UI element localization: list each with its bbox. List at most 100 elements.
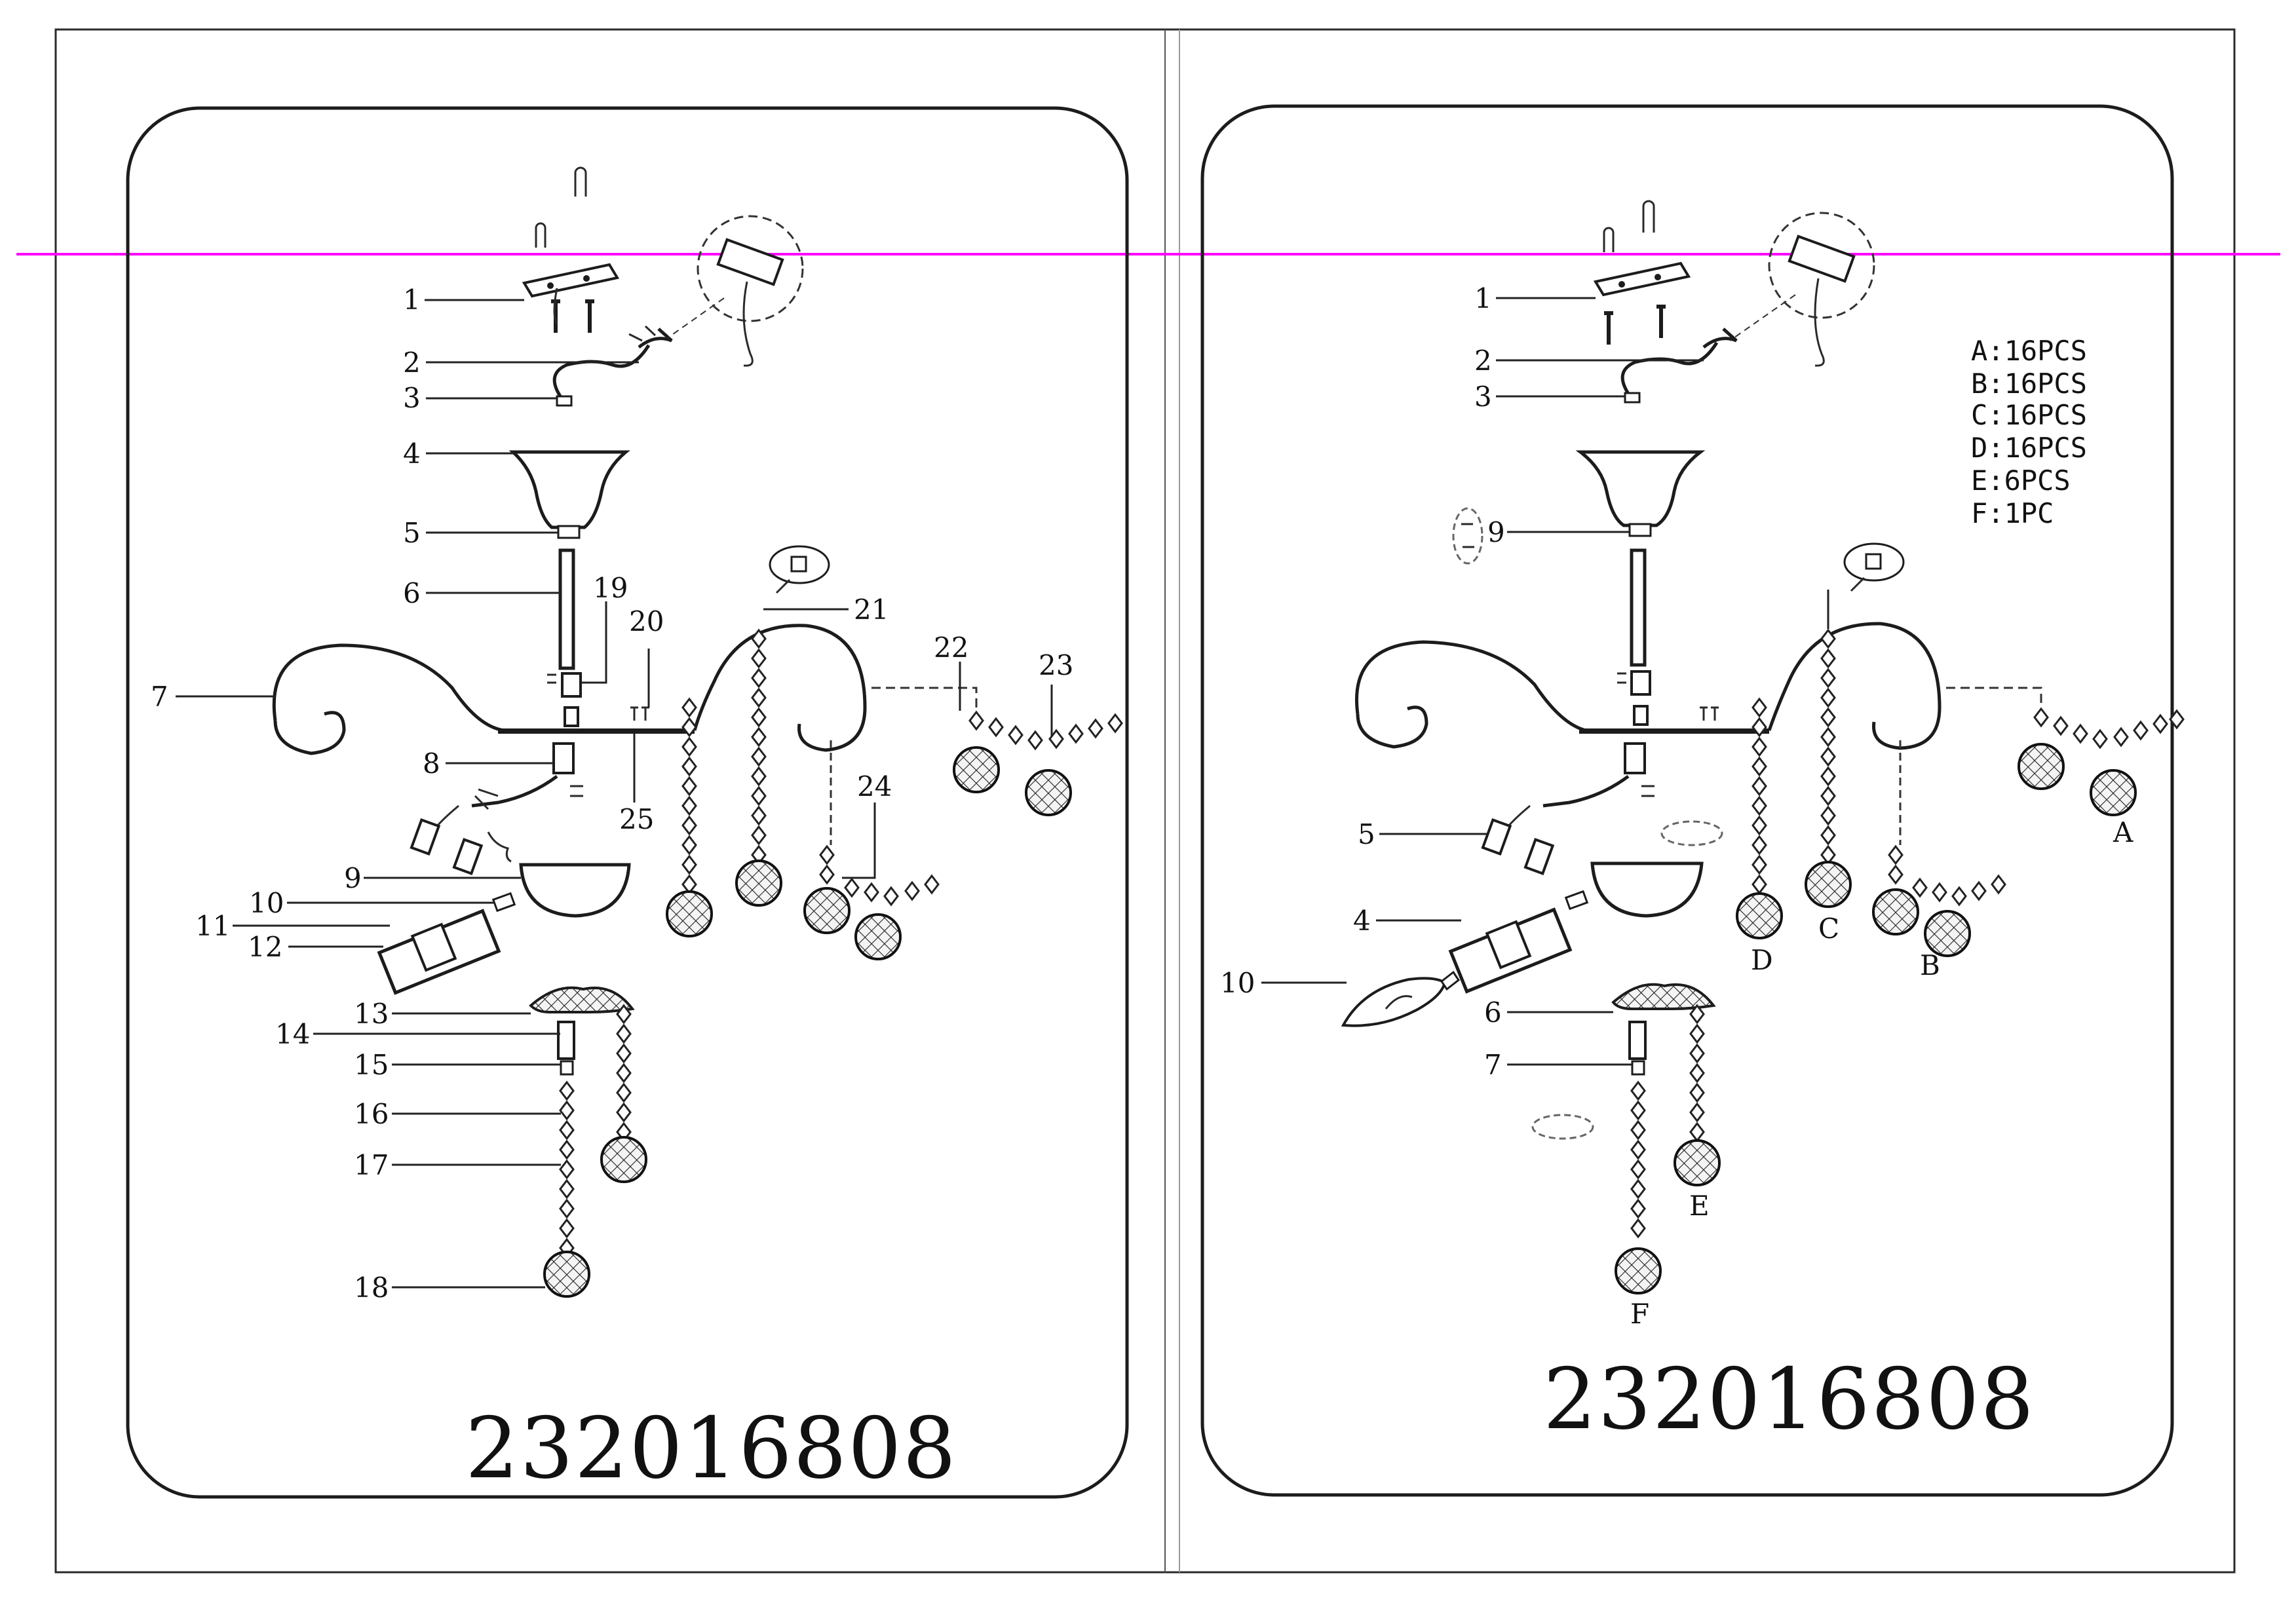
callout-11: 11 — [195, 910, 230, 942]
chain-f — [1630, 1081, 1646, 1238]
bobeche-illustration — [491, 863, 631, 918]
callout-8: 8 — [423, 747, 440, 780]
qty-c: C:16PCS — [1971, 399, 2087, 431]
socket-illustration-right — [1448, 907, 1573, 994]
chain-d — [1751, 698, 1767, 894]
qty-a: A:16PCS — [1971, 335, 2087, 367]
right-callout-numbers: 1 2 3 9 5 4 10 6 7 — [1220, 282, 1505, 1081]
callout-3: 3 — [403, 382, 421, 414]
pendant-a-1 — [2018, 743, 2065, 790]
pendant-d — [1736, 892, 1783, 939]
letter-a: A — [2113, 816, 2133, 848]
down-rod-illustration — [547, 548, 582, 727]
chain-16 — [559, 1081, 575, 1258]
qty-f: F:1PC — [1971, 497, 2054, 529]
canopy-illustration-right — [1452, 450, 1706, 565]
callout-18: 18 — [354, 1272, 389, 1304]
callout-12: 12 — [248, 931, 282, 963]
pendant-c — [1805, 861, 1852, 908]
right-model-number: 232016808 — [1543, 1351, 2035, 1448]
left-crystal-chains — [543, 629, 1123, 1298]
down-rod-illustration-right — [1617, 548, 1651, 726]
pendant-a-2 — [2090, 769, 2137, 816]
arm-frame-illustration-right — [1355, 622, 2042, 750]
callout-14: 14 — [275, 1018, 310, 1050]
callout-25: 25 — [619, 803, 654, 835]
callout-4: 4 — [403, 438, 421, 470]
right-panel: 1 2 3 9 5 4 10 6 7 A B C D E F A:16PCS B… — [1200, 104, 2185, 1497]
callout-9: 9 — [344, 862, 362, 894]
callout-r-4: 4 — [1353, 905, 1371, 937]
quantity-list: A:16PCS B:16PCS C:16PCS D:16PCS E:6PCS F… — [1971, 335, 2087, 529]
callout-r-6: 6 — [1484, 996, 1502, 1029]
canopy-illustration — [508, 450, 630, 539]
callout-r-3: 3 — [1474, 381, 1492, 413]
swag-a — [2033, 708, 2185, 749]
warning-bubble — [769, 545, 830, 594]
callout-22: 22 — [934, 632, 968, 664]
callout-r-7: 7 — [1484, 1049, 1502, 1081]
chain-side-bottom — [616, 1004, 632, 1142]
callout-7: 7 — [151, 681, 168, 713]
callout-1: 1 — [403, 284, 421, 316]
qty-e: E:6PCS — [1971, 464, 2071, 497]
bottom-cup-illustration-right — [1531, 983, 1716, 1140]
callout-5: 5 — [403, 517, 421, 549]
right-leader-lines — [1261, 297, 1829, 1066]
letter-d: D — [1751, 944, 1773, 976]
callout-13: 13 — [354, 998, 389, 1030]
callout-r-9: 9 — [1487, 516, 1505, 548]
callout-r-2: 2 — [1474, 345, 1492, 377]
callout-16: 16 — [354, 1098, 389, 1130]
qty-b: B:16PCS — [1971, 368, 2087, 400]
hook-illustration — [552, 344, 651, 407]
letter-b: B — [1920, 949, 1940, 981]
bobeche-illustration-right — [1564, 861, 1704, 918]
outer-frame — [54, 28, 2236, 1574]
letter-c: C — [1818, 913, 1839, 945]
candle-holder-illustration — [410, 742, 583, 875]
letter-e: E — [1689, 1190, 1710, 1222]
chain-21 — [751, 629, 767, 865]
callout-10: 10 — [249, 887, 284, 919]
candle-holder-illustration-right — [1481, 742, 1723, 875]
callout-19: 19 — [593, 572, 628, 604]
chain-arm-long — [681, 698, 697, 894]
left-panel: 1 2 3 4 5 6 7 8 9 10 11 12 13 14 15 16 1… — [126, 106, 1129, 1499]
mounting-plate-illustration — [523, 166, 804, 367]
callout-15: 15 — [354, 1049, 389, 1081]
left-leader-lines — [176, 299, 1053, 1289]
swag-22-23 — [968, 711, 1123, 750]
callout-2: 2 — [403, 347, 421, 379]
pendant-b-1 — [1872, 888, 1919, 935]
pendant-e — [1674, 1139, 1721, 1186]
qty-d: D:16PCS — [1971, 432, 2087, 464]
left-callout-numbers: 1 2 3 4 5 6 7 8 9 10 11 12 13 14 15 16 1… — [151, 284, 1073, 1304]
callout-r-1: 1 — [1474, 282, 1492, 314]
chain-c — [1820, 629, 1836, 865]
mounting-plate-illustration-right — [1594, 200, 1875, 367]
callout-21: 21 — [854, 594, 889, 626]
callout-6: 6 — [403, 577, 421, 609]
callout-20: 20 — [629, 605, 664, 637]
callout-17: 17 — [354, 1149, 389, 1181]
right-panel-frame — [1200, 104, 2174, 1497]
letter-f: F — [1630, 1298, 1649, 1330]
socket-illustration — [377, 909, 501, 995]
callout-r-10: 10 — [1220, 967, 1255, 999]
callout-23: 23 — [1039, 649, 1073, 681]
arm-frame-illustration — [272, 624, 978, 755]
pendant-f — [1615, 1247, 1662, 1294]
callout-r-5: 5 — [1358, 818, 1375, 850]
bottom-cup-illustration — [529, 986, 635, 1076]
chain-e — [1689, 1004, 1705, 1142]
pendant-letters: A B C D E F — [1630, 816, 2133, 1330]
callout-24: 24 — [857, 770, 892, 803]
left-panel-frame — [126, 106, 1129, 1499]
supply-wire-illustration — [628, 297, 725, 349]
left-model-number: 232016808 — [465, 1400, 957, 1498]
right-crystal-chains — [1615, 629, 2185, 1294]
warning-bubble-right — [1843, 542, 1905, 592]
bulb-illustration — [1341, 970, 1461, 1027]
